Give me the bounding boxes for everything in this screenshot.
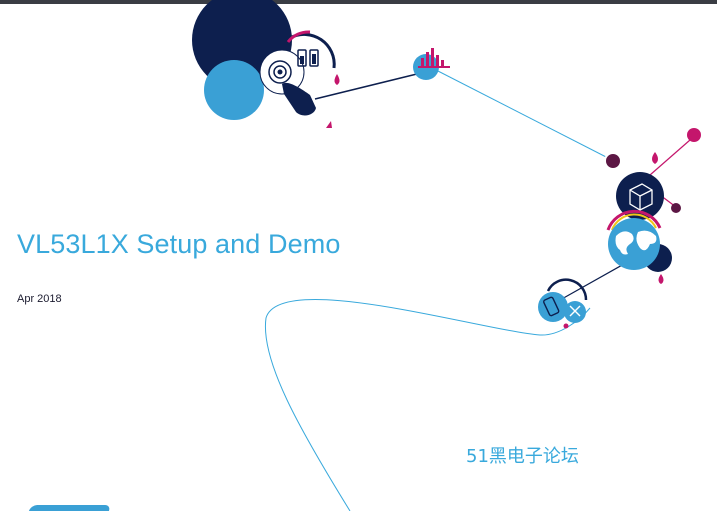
pink-drop-right (652, 152, 658, 164)
connector-line-right (649, 139, 691, 176)
slide-title: VL53L1X Setup and Demo (17, 229, 341, 259)
pink-drop (334, 74, 340, 85)
smartphone-network-icon (543, 296, 581, 317)
plum-dot (604, 152, 622, 170)
network-node-circle (564, 301, 586, 323)
arc-decoration-pink (286, 30, 311, 43)
rainbow-arc (606, 209, 662, 231)
magenta-dot (687, 128, 701, 142)
cube-icon (629, 183, 653, 211)
magenta-dot-bottom (563, 323, 569, 329)
rainbow-arc-yellow (611, 213, 657, 231)
slide-date: Apr 2018 (17, 293, 62, 305)
forum-watermark: 51黑电子论坛 (466, 446, 579, 467)
light-blue-circle (204, 60, 264, 120)
top-bar (0, 0, 717, 4)
pink-drop-bottom (658, 274, 664, 284)
connector-curve (264, 299, 591, 511)
pink-triangle (326, 121, 332, 128)
connector-line-upper (435, 69, 613, 161)
battery-icon (297, 49, 319, 67)
globe-circle (608, 218, 660, 270)
phone-node-circle (538, 292, 568, 322)
plum-dot-small (671, 203, 681, 213)
touch-finger-icon (268, 60, 316, 116)
signal-bars-icon (418, 48, 450, 68)
bottom-logo-shape (28, 505, 112, 511)
phone-arc (546, 278, 588, 301)
connector-line-finger (314, 71, 426, 100)
globe-icon (615, 230, 657, 255)
